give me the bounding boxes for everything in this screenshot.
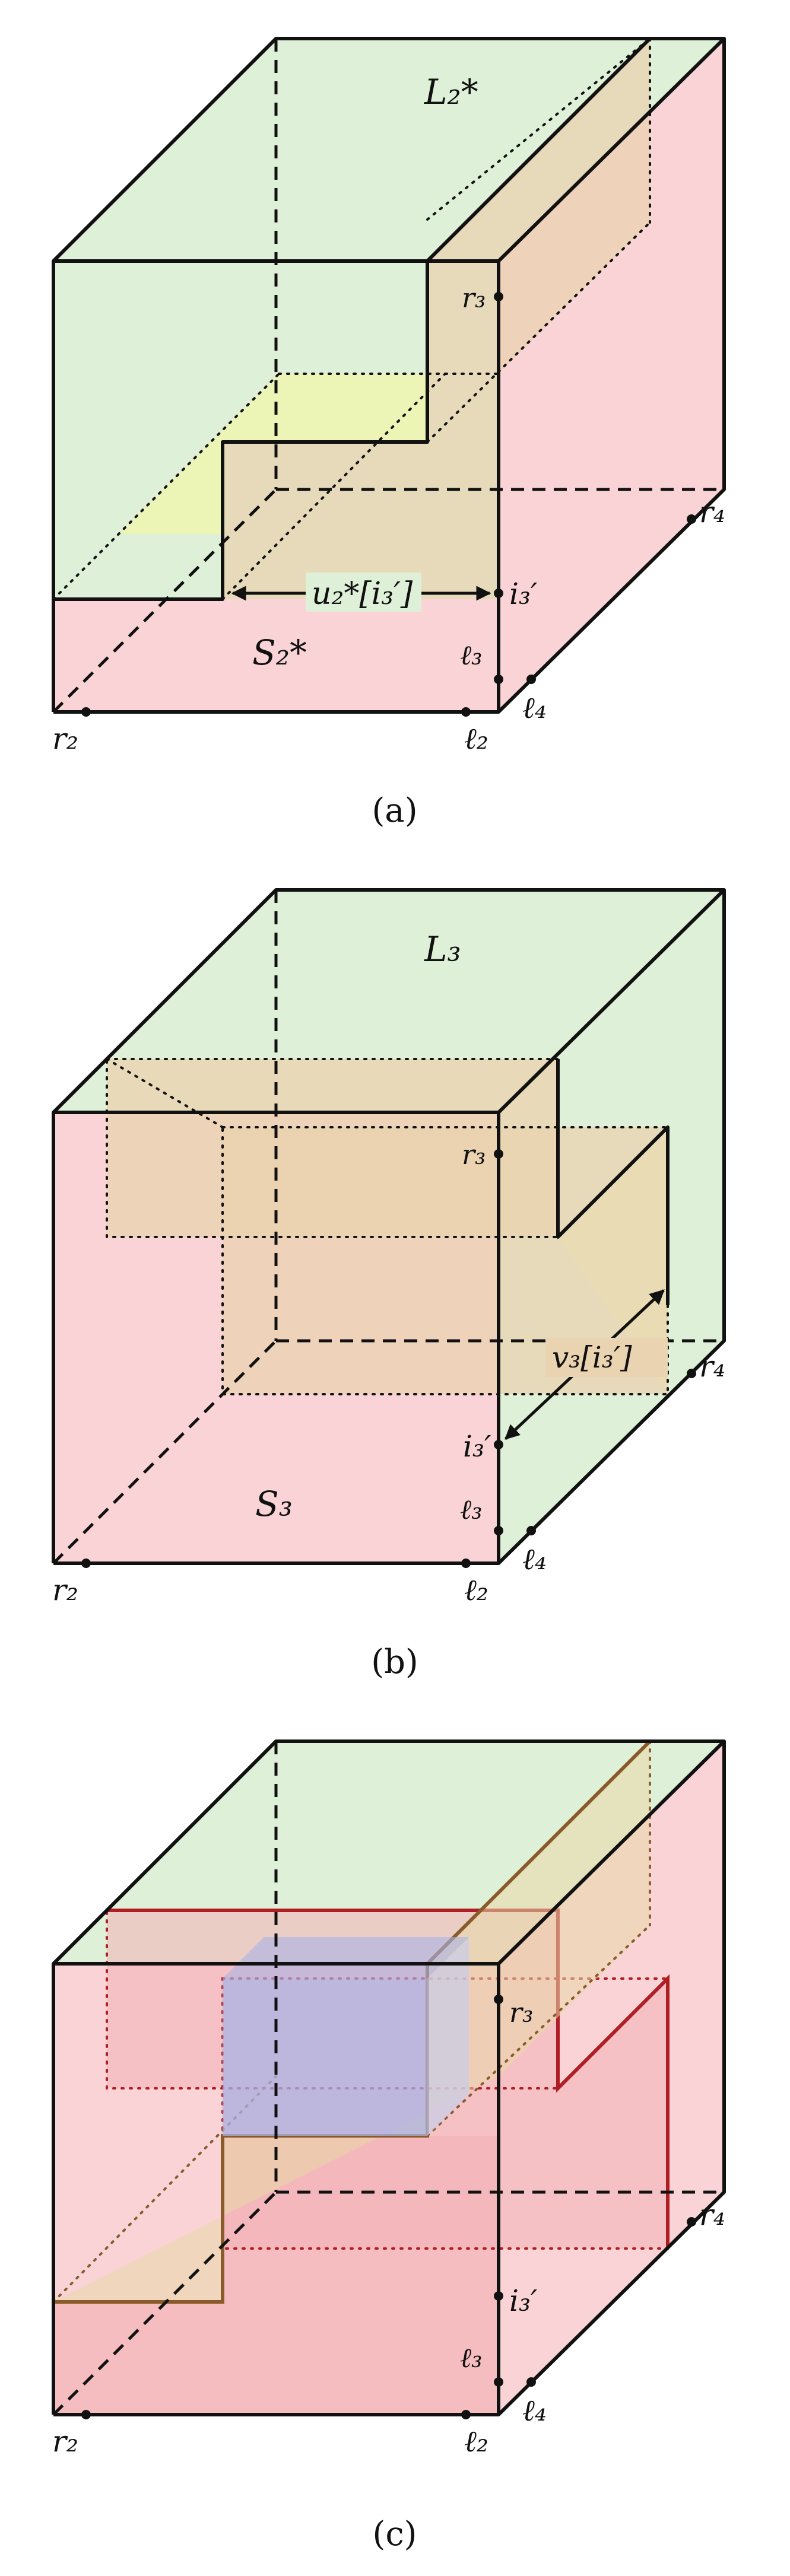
caption-b: (b) [371, 1643, 418, 1681]
label-r2: r₂ [52, 2424, 78, 2459]
label-l4: ℓ₄ [522, 1542, 547, 1576]
label-r2: r₂ [52, 1573, 78, 1607]
label-l3: ℓ₃ [460, 2342, 483, 2374]
label-l3: ℓ₃ [460, 1493, 483, 1525]
label-r4: r₄ [699, 2197, 725, 2232]
label-r3: r₃ [462, 282, 486, 314]
label-l4: ℓ₄ [522, 691, 547, 725]
label-l2: ℓ₂ [464, 1573, 488, 1607]
label-arrow: v₃[i₃′] [552, 1340, 632, 1375]
label-i3: i₃′ [509, 577, 538, 611]
label-i3: i₃′ [509, 2284, 538, 2318]
label-l4: ℓ₄ [522, 2393, 547, 2428]
staircase-back [426, 37, 652, 263]
label-l2: ℓ₂ [464, 721, 488, 756]
caption-a: (a) [372, 791, 417, 830]
panel-a: L₂* S₂* u₂*[i₃′] r₃ i₃′ ℓ₃ r₂ ℓ₂ ℓ₄ r₄ (… [52, 37, 726, 830]
label-arrow: u₂*[i₃′] [312, 576, 413, 612]
blue-box-top [223, 1937, 469, 1979]
label-i3: i₃′ [463, 1429, 491, 1464]
label-r4: r₄ [699, 1349, 725, 1384]
label-l3: ℓ₃ [460, 639, 483, 671]
label-front: S₃ [255, 1484, 293, 1524]
panel-c: r₃ i₃′ ℓ₃ r₂ ℓ₂ ℓ₄ r₄ (c) [52, 1739, 726, 2553]
label-r4: r₄ [699, 495, 725, 529]
label-top: L₂* [424, 72, 478, 112]
label-front: S₂* [252, 632, 307, 673]
label-r3: r₃ [462, 1138, 486, 1171]
caption-c: (c) [372, 2515, 417, 2553]
label-l2: ℓ₂ [464, 2424, 488, 2459]
panel-b: L₃ S₃ v₃[i₃′] r₃ i₃′ ℓ₃ r₂ ℓ₂ ℓ₄ r₄ (b) [52, 888, 726, 1681]
label-r3: r₃ [509, 1996, 533, 2028]
label-top: L₃ [424, 929, 461, 969]
front-face-lower [53, 599, 499, 712]
staircase-slab [53, 39, 650, 599]
brown-slab [53, 1741, 650, 2302]
blue-box-side [427, 1937, 469, 2136]
yellow-region [119, 374, 427, 534]
label-r2: r₂ [52, 721, 78, 756]
blue-box-front [223, 1979, 427, 2136]
